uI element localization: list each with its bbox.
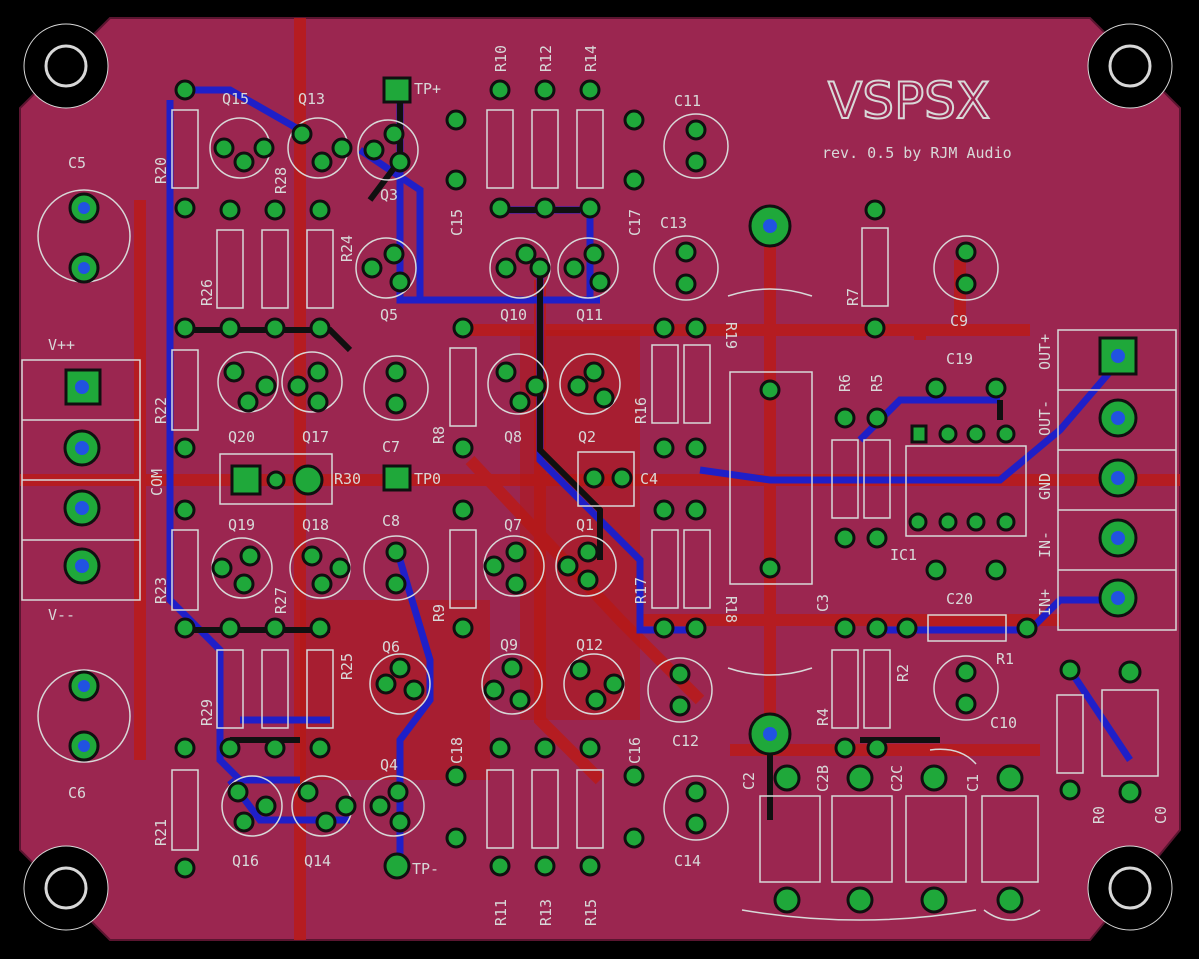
label-tp0: TP0 — [414, 470, 441, 488]
label-r7: R7 — [844, 288, 862, 306]
label-in-minus: IN- — [1036, 531, 1054, 558]
label-c6: C6 — [68, 784, 86, 802]
label-c8: C8 — [382, 512, 400, 530]
mounting-holes — [23, 23, 1173, 931]
silkscreen-outlines — [21, 109, 1177, 921]
label-q6: Q6 — [382, 638, 400, 656]
label-q19: Q19 — [228, 516, 255, 534]
label-r26: R26 — [198, 279, 216, 306]
label-c16: C16 — [626, 737, 644, 764]
component-pads — [63, 76, 1142, 914]
label-c11: C11 — [674, 92, 701, 110]
label-r27: R27 — [272, 587, 290, 614]
label-q11: Q11 — [576, 306, 603, 324]
board-title: VSPSX — [828, 72, 990, 130]
label-r0: R0 — [1090, 806, 1108, 824]
label-r10: R10 — [492, 45, 510, 72]
label-r16: R16 — [632, 397, 650, 424]
label-ic1: IC1 — [890, 546, 917, 564]
label-q10: Q10 — [500, 306, 527, 324]
label-c12: C12 — [672, 732, 699, 750]
label-q14: Q14 — [304, 852, 331, 870]
label-c3: C3 — [814, 594, 832, 612]
label-c7: C7 — [382, 438, 400, 456]
label-c9: C9 — [950, 312, 968, 330]
label-r2: R2 — [894, 664, 912, 682]
label-q3: Q3 — [380, 186, 398, 204]
label-c4: C4 — [640, 470, 658, 488]
label-q20: Q20 — [228, 428, 255, 446]
label-r6: R6 — [836, 374, 854, 392]
label-r14: R14 — [582, 45, 600, 72]
board-subtitle: rev. 0.5 by RJM Audio — [822, 144, 1012, 162]
label-r28: R28 — [272, 167, 290, 194]
label-v-minus: V-- — [48, 606, 75, 624]
label-in-plus: IN+ — [1036, 589, 1054, 616]
label-r15: R15 — [582, 899, 600, 926]
label-out-plus: OUT+ — [1036, 334, 1054, 370]
label-r29: R29 — [198, 699, 216, 726]
label-q8: Q8 — [504, 428, 522, 446]
label-c10: C10 — [990, 714, 1017, 732]
label-tp-plus: TP+ — [414, 80, 441, 98]
label-q4: Q4 — [380, 756, 398, 774]
label-c15: C15 — [448, 209, 466, 236]
label-c14: C14 — [674, 852, 701, 870]
label-com: COM — [148, 469, 166, 496]
label-r19: R19 — [722, 322, 740, 349]
label-c1: C1 — [964, 774, 982, 792]
label-q7: Q7 — [504, 516, 522, 534]
label-q5: Q5 — [380, 306, 398, 324]
label-r23: R23 — [152, 577, 170, 604]
label-r8: R8 — [430, 426, 448, 444]
label-r18: R18 — [722, 596, 740, 623]
label-c2c: C2C — [888, 765, 906, 792]
label-r22: R22 — [152, 397, 170, 424]
label-q13: Q13 — [298, 90, 325, 108]
label-r13: R13 — [537, 899, 555, 926]
label-v-plus: V++ — [48, 336, 75, 354]
label-r5: R5 — [868, 374, 886, 392]
label-gnd: GND — [1036, 473, 1054, 500]
label-c0: C0 — [1152, 806, 1170, 824]
label-r17: R17 — [632, 577, 650, 604]
label-q2: Q2 — [578, 428, 596, 446]
label-r25: R25 — [338, 653, 356, 680]
label-r24: R24 — [338, 235, 356, 262]
label-r21: R21 — [152, 819, 170, 846]
label-out-minus: OUT- — [1036, 400, 1054, 436]
label-c5: C5 — [68, 154, 86, 172]
label-r20: R20 — [152, 157, 170, 184]
label-c19: C19 — [946, 350, 973, 368]
label-c13: C13 — [660, 214, 687, 232]
label-q1: Q1 — [576, 516, 594, 534]
label-c18: C18 — [448, 737, 466, 764]
label-q15: Q15 — [222, 90, 249, 108]
label-c2: C2 — [740, 772, 758, 790]
label-r9: R9 — [430, 604, 448, 622]
label-c17: C17 — [626, 209, 644, 236]
label-q18: Q18 — [302, 516, 329, 534]
label-q12: Q12 — [576, 636, 603, 654]
label-r12: R12 — [537, 45, 555, 72]
label-r4: R4 — [814, 708, 832, 726]
pad-holes — [75, 202, 1125, 752]
label-r11: R11 — [492, 899, 510, 926]
label-tp-minus: TP- — [412, 860, 439, 878]
label-c20: C20 — [946, 590, 973, 608]
label-c2b: C2B — [814, 765, 832, 792]
label-q17: Q17 — [302, 428, 329, 446]
label-q16: Q16 — [232, 852, 259, 870]
label-q9: Q9 — [500, 636, 518, 654]
label-r30: R30 — [334, 470, 361, 488]
component-labels: Q15 Q13 TP+ R10 R12 R14 C11 C5 R20 R28 Q… — [48, 45, 1170, 926]
label-r1: R1 — [996, 650, 1014, 668]
